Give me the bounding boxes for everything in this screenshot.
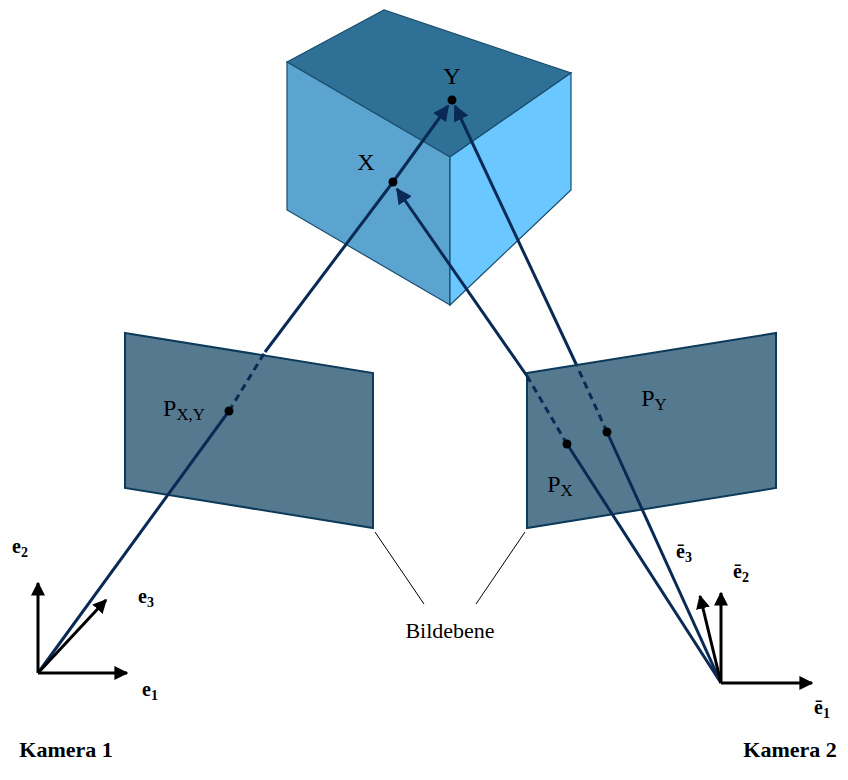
image-point-label: PY <box>641 386 666 414</box>
projection-rays <box>265 106 577 376</box>
image-point-label: PX,Y <box>163 396 205 424</box>
plane-label: Bildebene <box>405 620 494 642</box>
axis-label: ē3 <box>676 541 692 565</box>
axis-label: e2 <box>12 536 28 560</box>
axis-label: ē1 <box>814 697 830 721</box>
points <box>225 96 612 449</box>
axis-label: e1 <box>142 679 158 703</box>
axis-label: ē2 <box>733 561 749 585</box>
image-planes <box>125 333 776 528</box>
hidden-rays <box>229 352 607 444</box>
point-label: Y <box>443 64 460 88</box>
camera-axes <box>38 583 812 683</box>
camera-label: Kamera 2 <box>743 739 836 761</box>
axis-label: e3 <box>138 586 154 610</box>
camera-label: Kamera 1 <box>19 739 112 761</box>
leader-lines <box>375 532 525 604</box>
image-point-label: PX <box>547 472 572 500</box>
front-rays <box>38 411 721 683</box>
point-label: X <box>357 150 374 174</box>
